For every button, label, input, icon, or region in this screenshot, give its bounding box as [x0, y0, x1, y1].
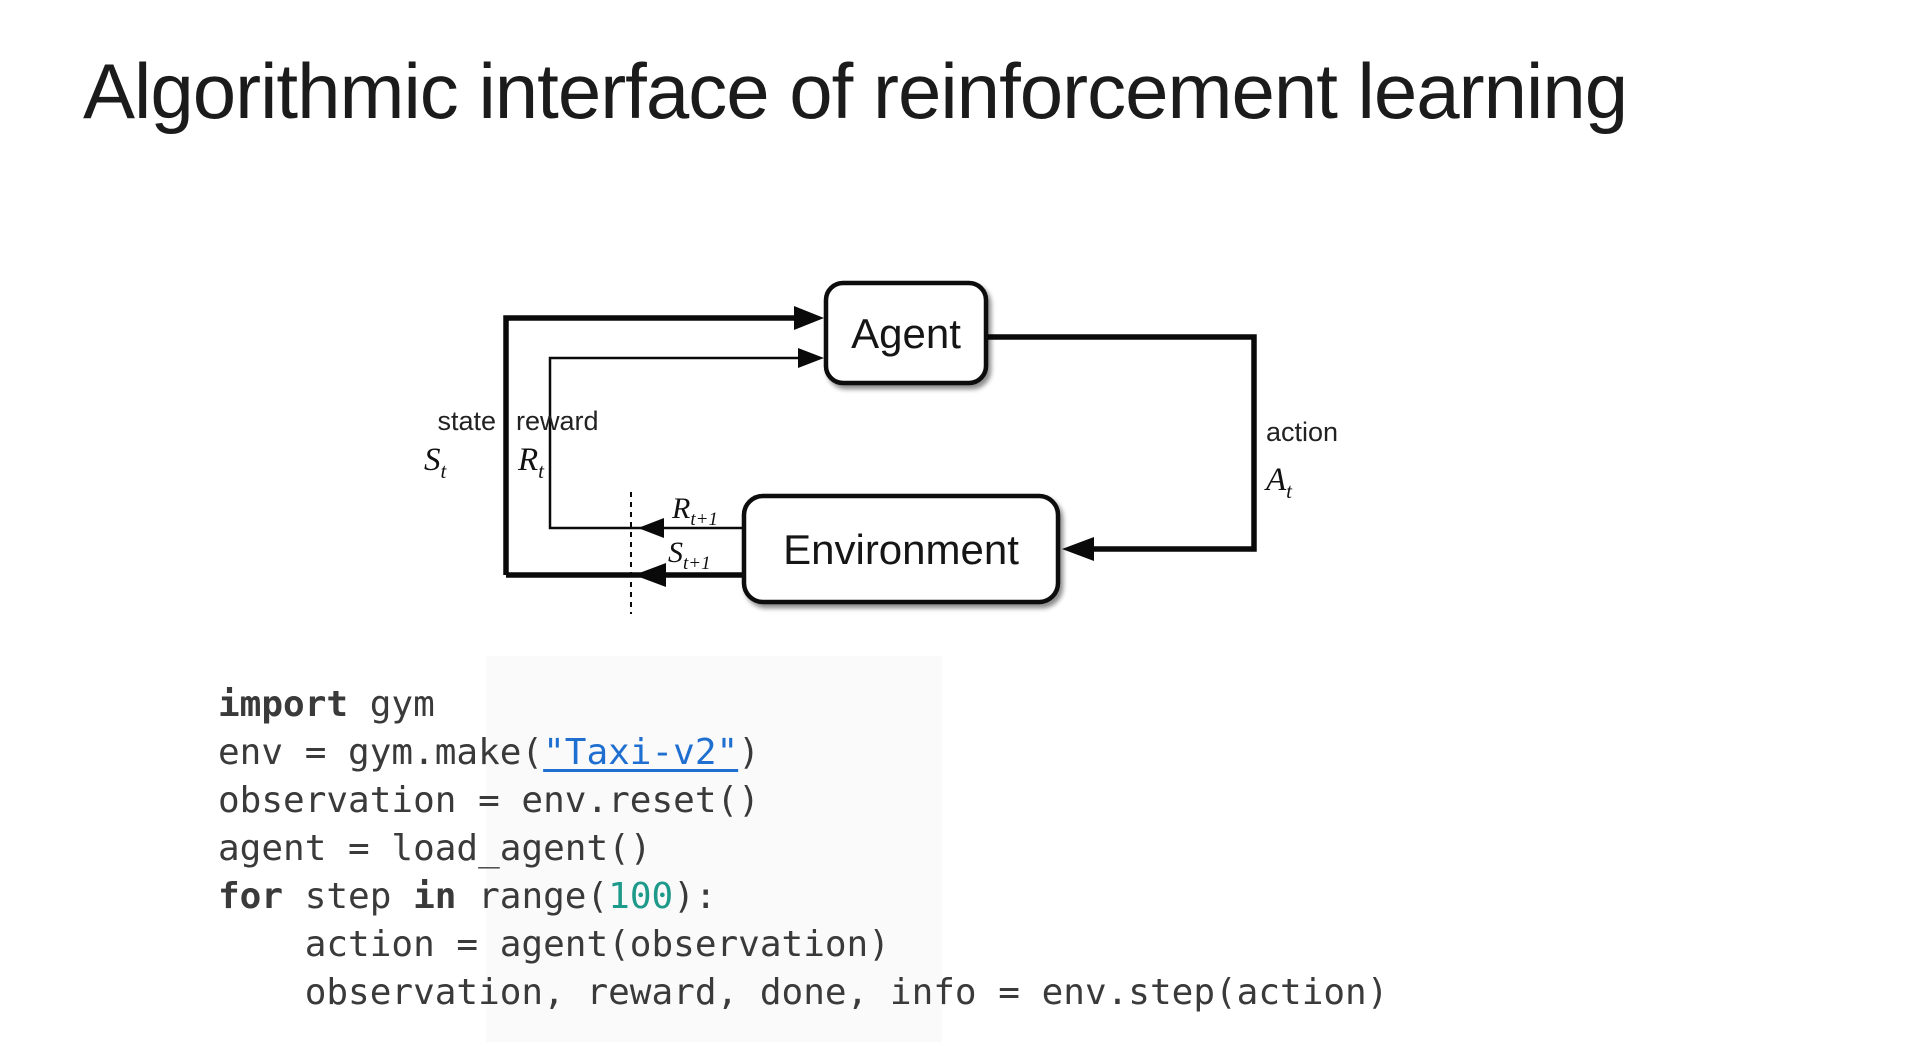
reward-symbol: Rt — [517, 442, 545, 483]
action-arrow — [984, 334, 1257, 561]
code-token: in — [413, 876, 457, 917]
code-token: agent = load_agent() — [218, 828, 652, 869]
code-line: observation = env.reset() — [218, 777, 1388, 825]
page-title: Algorithmic interface of reinforcement l… — [83, 47, 1628, 135]
code-line: agent = load_agent() — [218, 825, 1388, 873]
code-line: for step in range(100): — [218, 873, 1388, 921]
reward-arrow — [548, 348, 824, 538]
action-symbol: At — [1264, 462, 1293, 503]
rl-loop-diagram: Agent Environment state St reward Rt Rt+… — [424, 280, 1338, 614]
code-token: observation, reward, done, info = env.st… — [218, 972, 1389, 1013]
state-arrow — [503, 306, 824, 575]
action-label: action — [1266, 417, 1338, 447]
environment-label: Environment — [783, 526, 1019, 573]
agent-box: Agent — [823, 280, 989, 386]
next-state-arrow — [506, 563, 744, 587]
next-state-symbol: St+1 — [668, 536, 711, 574]
code-token: import — [218, 684, 349, 725]
state-label: state — [437, 406, 496, 436]
reward-label: reward — [516, 406, 599, 436]
code-link-taxi-v2[interactable]: "Taxi-v2" — [543, 732, 739, 773]
code-line: observation, reward, done, info = env.st… — [218, 969, 1389, 1017]
code-token: ): — [673, 876, 717, 917]
code-token: gym — [348, 684, 435, 725]
code-token: ) — [738, 732, 760, 773]
code-token: observation = env.reset() — [218, 780, 760, 821]
environment-box: Environment — [741, 493, 1061, 605]
code-background-tint — [486, 656, 942, 1042]
code-token: for — [218, 876, 284, 917]
code-token: env = gym.make( — [218, 732, 544, 773]
next-reward-symbol: Rt+1 — [671, 492, 718, 530]
code-token: range( — [456, 876, 609, 917]
code-line: env = gym.make("Taxi-v2") — [218, 729, 1388, 777]
code-token: action = agent(observation) — [218, 924, 890, 965]
code-token: step — [283, 876, 414, 917]
state-symbol: St — [424, 442, 448, 483]
code-line: action = agent(observation) — [218, 921, 1388, 969]
code-line: import gym — [218, 681, 1388, 729]
agent-label: Agent — [851, 310, 961, 357]
code-token: 100 — [608, 876, 674, 917]
